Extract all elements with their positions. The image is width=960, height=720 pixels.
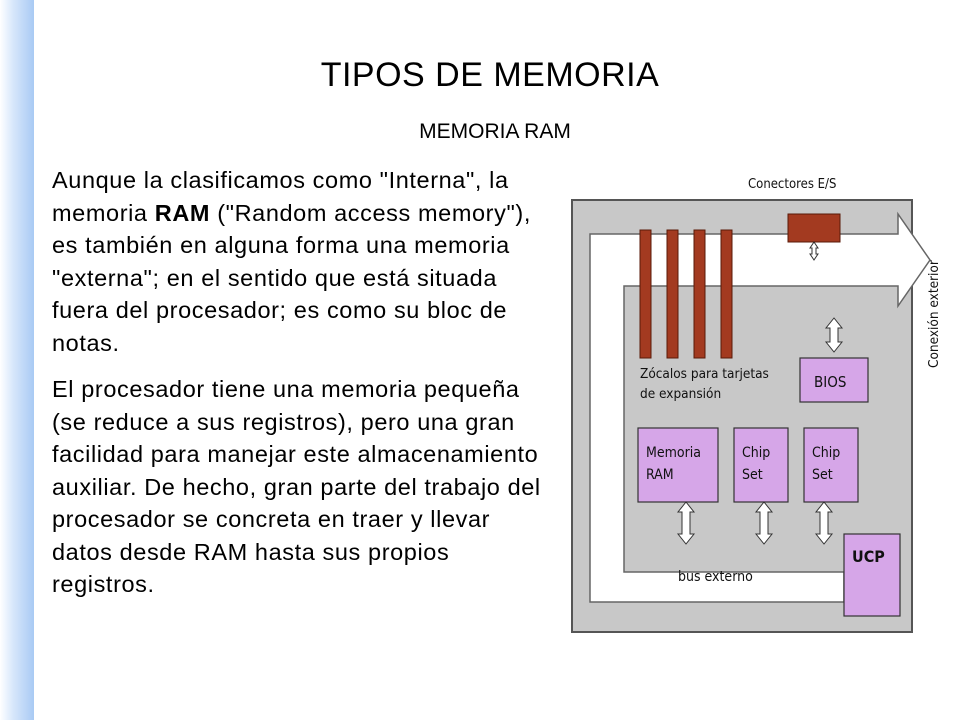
double-arrow-icon — [814, 501, 834, 545]
ram-box — [637, 427, 719, 503]
ucp-label: UCP — [852, 547, 885, 566]
zocalos-label: Zócalos para tarjetas — [640, 366, 769, 382]
zocalos-label-2: de expansión — [640, 386, 721, 402]
left-accent-bar — [0, 0, 34, 720]
expansion-slot — [666, 229, 679, 359]
slide-subtitle: MEMORIA RAM — [419, 120, 571, 143]
expansion-slot — [693, 229, 706, 359]
chipset-label: Chip — [742, 445, 770, 461]
chipset-label: Chip — [812, 445, 840, 461]
expansion-slot — [720, 229, 733, 359]
double-arrow-icon — [754, 501, 774, 545]
ram-bold: RAM — [154, 199, 211, 226]
bios-label: BIOS — [814, 373, 846, 391]
motherboard-diagram: Conectores E/S BIOS Zócalos para tarjeta… — [568, 172, 948, 634]
slide-title: TIPOS DE MEMORIA — [320, 56, 660, 94]
chipset-box — [803, 427, 859, 503]
ucp-box — [843, 533, 901, 617]
double-arrow-icon — [676, 501, 696, 545]
paragraph-processor: El procesador tiene una memoria pequeña … — [52, 376, 541, 597]
body-text: Aunque la clasificamos como "Interna", l… — [52, 164, 544, 601]
double-arrow-icon — [824, 317, 844, 353]
expansion-slot — [639, 229, 652, 359]
io-connector-block — [787, 213, 841, 243]
chipset-label-2: Set — [812, 467, 833, 483]
bios-box — [799, 357, 869, 403]
ram-label: Memoria — [646, 445, 701, 461]
conectores-label: Conectores E/S — [748, 177, 836, 192]
chipset-box — [733, 427, 789, 503]
conexion-label: Conexión exterior — [926, 260, 942, 368]
bus-label: bus externo — [678, 569, 753, 585]
ram-label-2: RAM — [646, 467, 674, 483]
paragraph-ram-intro: Aunque la clasificamos como "Interna", l… — [52, 167, 531, 356]
chipset-label-2: Set — [742, 467, 763, 483]
double-arrow-icon — [809, 241, 819, 261]
